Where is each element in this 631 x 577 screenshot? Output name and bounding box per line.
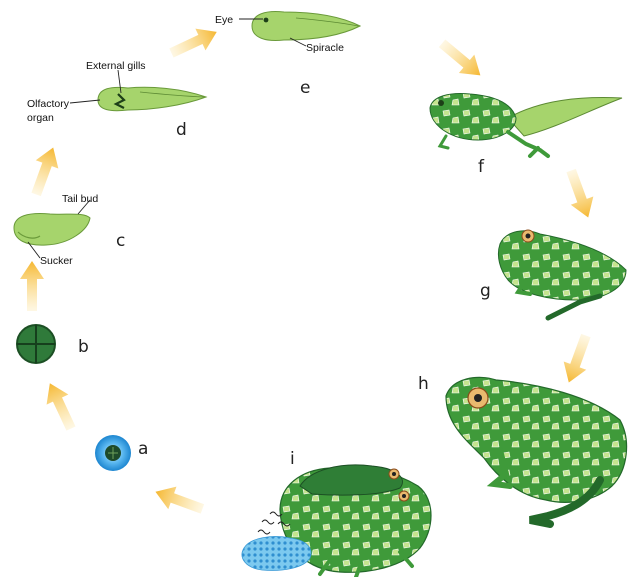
arrow-f-to-g: [560, 166, 600, 221]
spiracle-label: Spiracle: [306, 42, 344, 54]
stage-label-e: e: [300, 78, 310, 98]
tadpole-with-legs-illustration: [430, 94, 622, 156]
stage-label-a: a: [138, 439, 148, 459]
stage-label-h: h: [418, 374, 429, 394]
stage-label-i: i: [290, 449, 295, 469]
stage-label-d: d: [176, 120, 187, 140]
stage-label-f: f: [478, 157, 485, 177]
arrow-d-to-e: [166, 21, 221, 64]
arrow-g-to-h: [558, 331, 598, 386]
tadpole-illustration: [252, 12, 360, 41]
stage-label-c: c: [116, 231, 125, 251]
gill-tadpole-illustration: [98, 87, 206, 110]
tail-bud-label: Tail bud: [62, 193, 98, 205]
arrow-e-to-f: [434, 34, 488, 85]
arrow-a-to-b: [39, 378, 82, 433]
sucker-label: Sucker: [40, 255, 73, 267]
embryo-illustration: [17, 325, 55, 363]
arrow-i-to-a: [151, 481, 206, 521]
olfactory-organ-label-line2: organ: [27, 112, 54, 124]
frog-spawn-illustration: [242, 536, 311, 570]
arrow-c-to-d: [25, 143, 65, 198]
stage-label-b: b: [78, 337, 89, 357]
stage-label-g: g: [480, 281, 491, 301]
adult-frog-illustration: [446, 377, 627, 524]
olfactory-organ-label-line1: Olfactory: [27, 98, 70, 110]
arrow-b-to-c: [20, 261, 44, 311]
eye-label: Eye: [215, 14, 233, 26]
egg-illustration: [95, 435, 131, 471]
external-gills-label: External gills: [86, 60, 146, 72]
olfactory-organ-leader: [70, 100, 100, 103]
early-tadpole-illustration: [14, 214, 90, 246]
froglet-illustration: [498, 230, 626, 318]
